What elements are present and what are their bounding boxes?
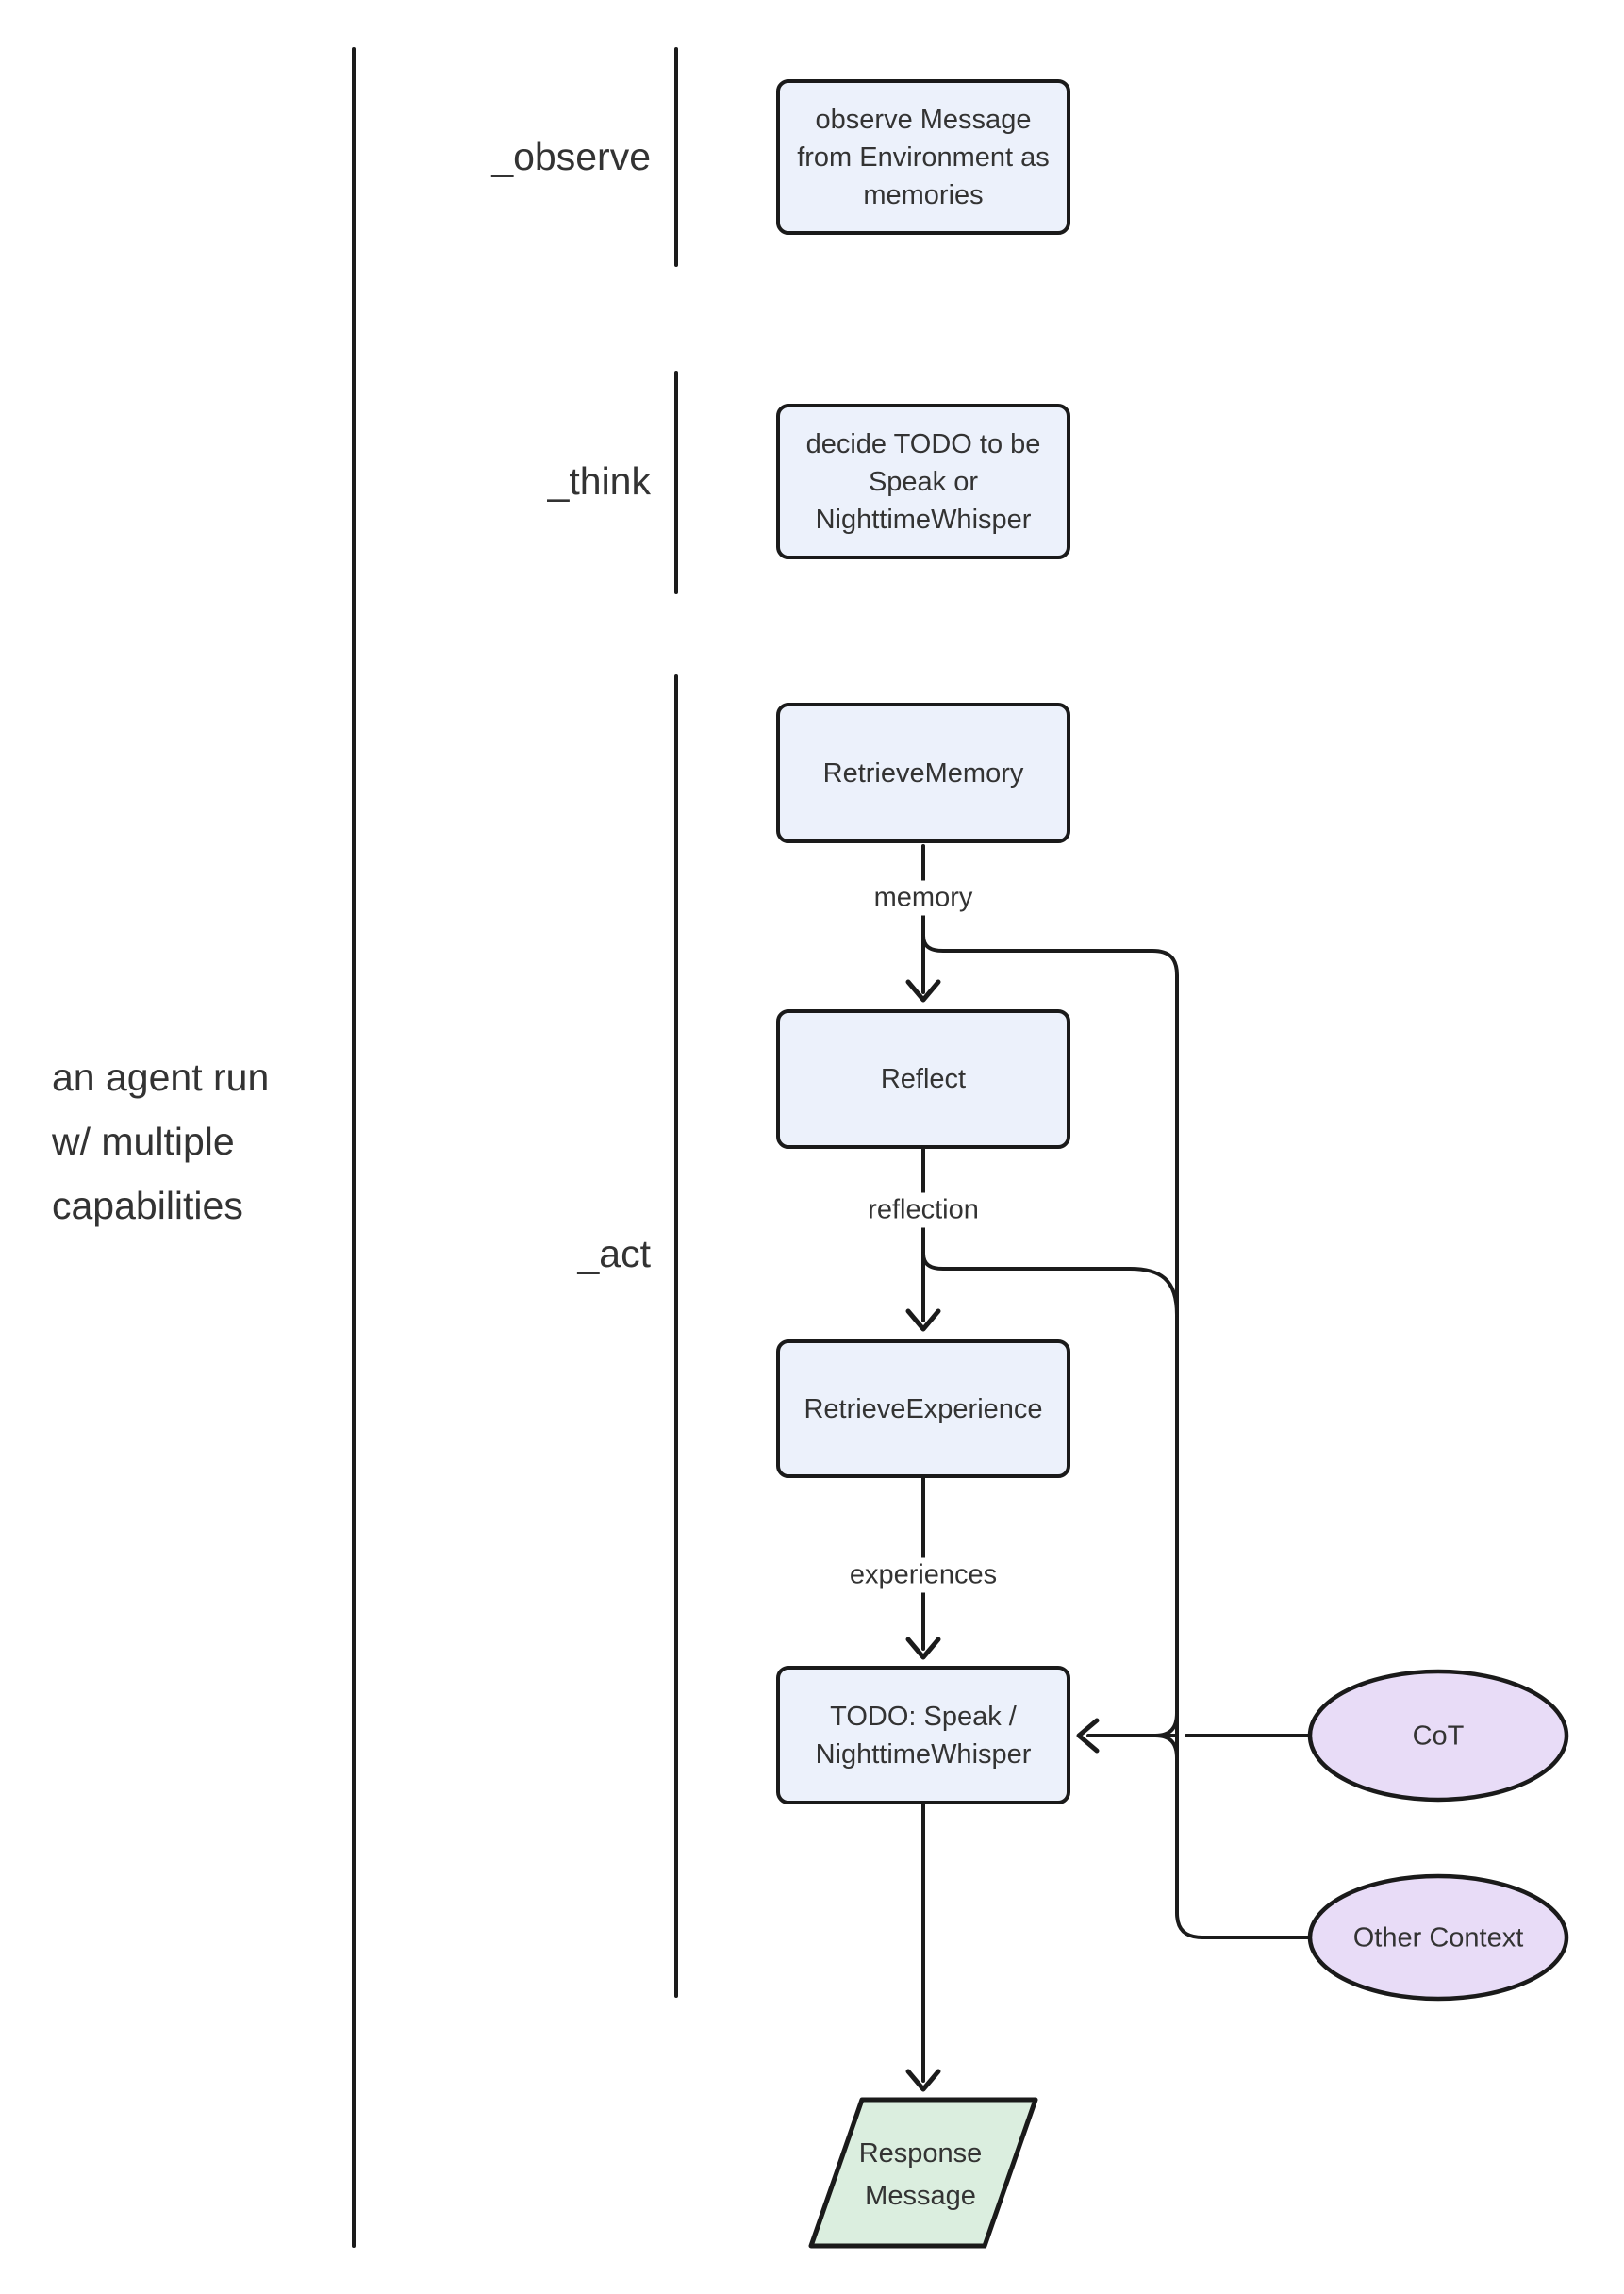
- node-reflect: Reflect: [776, 1009, 1070, 1149]
- response-label-line: Response: [858, 2138, 983, 2169]
- section-label-act: _act: [577, 1232, 652, 1275]
- section-label-think: _think: [547, 459, 651, 503]
- response-label: Response Message: [859, 2133, 983, 2218]
- node-decide-todo: decide TODO to be Speak or NighttimeWhis…: [776, 404, 1070, 559]
- edge-label-memory: memory: [862, 880, 985, 916]
- cot-label: CoT: [1412, 1720, 1465, 1752]
- arrowhead-into-todo-right: [1076, 1718, 1100, 1754]
- edge-label-reflection: reflection: [856, 1192, 990, 1228]
- other-context-ellipse: [1307, 1873, 1569, 2002]
- annotation-line: capabilities: [52, 1184, 243, 1227]
- annotation-line: an agent run: [52, 1056, 270, 1099]
- node-text-line: Reflect: [880, 1064, 967, 1094]
- annotation-line: w/ multiple: [52, 1120, 235, 1163]
- node-text-line: Speak or: [868, 466, 979, 497]
- edge-junction-flare-bottom: [1153, 1734, 1179, 1760]
- response-label-line: Message: [865, 2181, 976, 2211]
- node-retrieve-experience: RetrieveExperience: [776, 1339, 1070, 1478]
- node-text-line: RetrieveExperience: [804, 1393, 1043, 1424]
- arrowhead-into-response: [905, 2069, 941, 2092]
- observe-section-line: [674, 47, 678, 267]
- node-text-line: TODO: Speak /: [830, 1701, 1017, 1732]
- node-text-line: observe Message: [815, 104, 1032, 135]
- edge-memory-rail: [921, 934, 1311, 1939]
- outer-bracket-line: [352, 47, 356, 2248]
- node-text-line: decide TODO to be: [805, 428, 1041, 459]
- edge-junction-flare-top: [1153, 1711, 1179, 1737]
- think-section-line: [674, 371, 678, 594]
- node-text-line: NighttimeWhisper: [815, 1738, 1032, 1770]
- node-observe-message: observe Message from Environment as memo…: [776, 79, 1070, 235]
- node-text-line: NighttimeWhisper: [815, 504, 1032, 535]
- arrowhead-into-retrieve-experience: [905, 1308, 941, 1332]
- node-todo-speak-nighttimewhisper: TODO: Speak / NighttimeWhisper: [776, 1666, 1070, 1804]
- cot-ellipse: [1307, 1669, 1569, 1803]
- response-parallelogram: [808, 2097, 1038, 2249]
- node-text-line: RetrieveMemory: [822, 757, 1024, 789]
- node-text-line: from Environment as: [797, 141, 1050, 173]
- arrowhead-into-todo-top: [905, 1637, 941, 1660]
- edge-label-experiences: experiences: [837, 1557, 1009, 1593]
- section-label-observe: _observe: [491, 135, 651, 178]
- node-retrieve-memory: RetrieveMemory: [776, 703, 1070, 843]
- edge-reflection-branch: [921, 1252, 1179, 1317]
- diagram-annotation: an agent run w/ multiple capabilities: [52, 1045, 363, 1238]
- other-context-label: Other Context: [1352, 1922, 1524, 1953]
- act-section-line: [674, 674, 678, 1998]
- node-text-line: memories: [863, 179, 984, 210]
- arrowhead-into-reflect: [905, 979, 941, 1003]
